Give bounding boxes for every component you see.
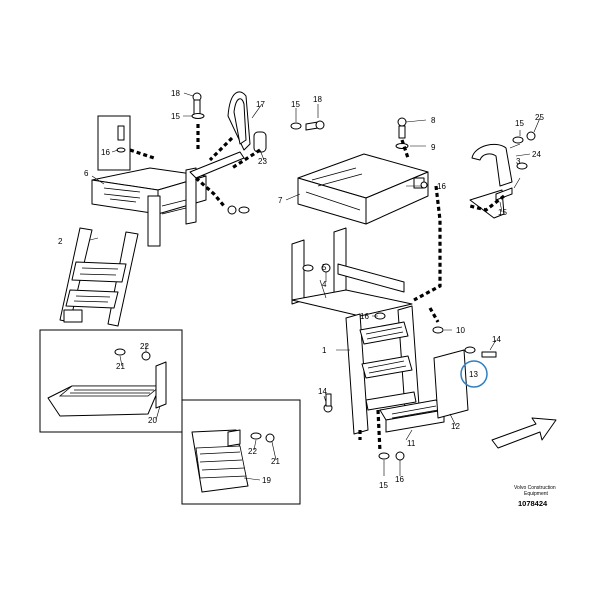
callout-16c: 16: [360, 312, 369, 321]
callout-13: 13: [469, 370, 478, 379]
callout-labels: 18 15 17 15 18 16 23 6 7 2 8 9 16 15 25 …: [58, 89, 544, 490]
right-step-assembly: [291, 117, 536, 461]
callout-15b: 15: [291, 100, 300, 109]
detail-box-step-20: [39, 329, 183, 433]
callout-23: 23: [258, 157, 267, 166]
callout-15d: 15: [498, 208, 507, 217]
left-step-assembly: [59, 91, 325, 327]
leader-lines: [89, 92, 541, 481]
callout-11: 11: [407, 439, 416, 448]
detail-box-step-19: [181, 399, 301, 505]
callout-2: 2: [58, 237, 63, 246]
callout-10: 10: [456, 326, 465, 335]
callout-20: 20: [148, 416, 157, 425]
callout-16d: 16: [395, 475, 404, 484]
document-number: 1078424: [518, 499, 548, 508]
callout-15e: 15: [379, 481, 388, 490]
credit-line-1: Volvo Construction: [514, 485, 556, 491]
credit-line-2: Equipment: [524, 491, 549, 497]
callout-16a: 16: [101, 148, 110, 157]
callout-16b: 16: [437, 182, 446, 191]
callout-21a: 21: [116, 362, 125, 371]
highlight-circle: [460, 360, 488, 388]
callout-22a: 22: [140, 342, 149, 351]
callout-15c: 15: [515, 119, 524, 128]
callout-6: 6: [84, 169, 89, 178]
callout-8: 8: [431, 116, 436, 125]
callout-3: 3: [516, 157, 521, 166]
callout-1: 1: [322, 346, 327, 355]
callout-18a: 18: [171, 89, 180, 98]
callout-22b: 22: [248, 447, 257, 456]
callout-12: 12: [451, 422, 460, 431]
callout-4: 4: [322, 280, 327, 289]
callout-25: 25: [535, 113, 544, 122]
callout-5: 5: [322, 263, 327, 272]
callout-19: 19: [262, 476, 271, 485]
callout-9: 9: [431, 143, 436, 152]
callout-24: 24: [532, 150, 541, 159]
callout-7: 7: [278, 196, 283, 205]
callout-21b: 21: [271, 457, 280, 466]
callout-17: 17: [256, 100, 265, 109]
callout-14a: 14: [492, 335, 501, 344]
callout-14b: 14: [318, 387, 327, 396]
arrow-icon: [491, 417, 557, 449]
callout-15a: 15: [171, 112, 180, 121]
callout-18b: 18: [313, 95, 322, 104]
